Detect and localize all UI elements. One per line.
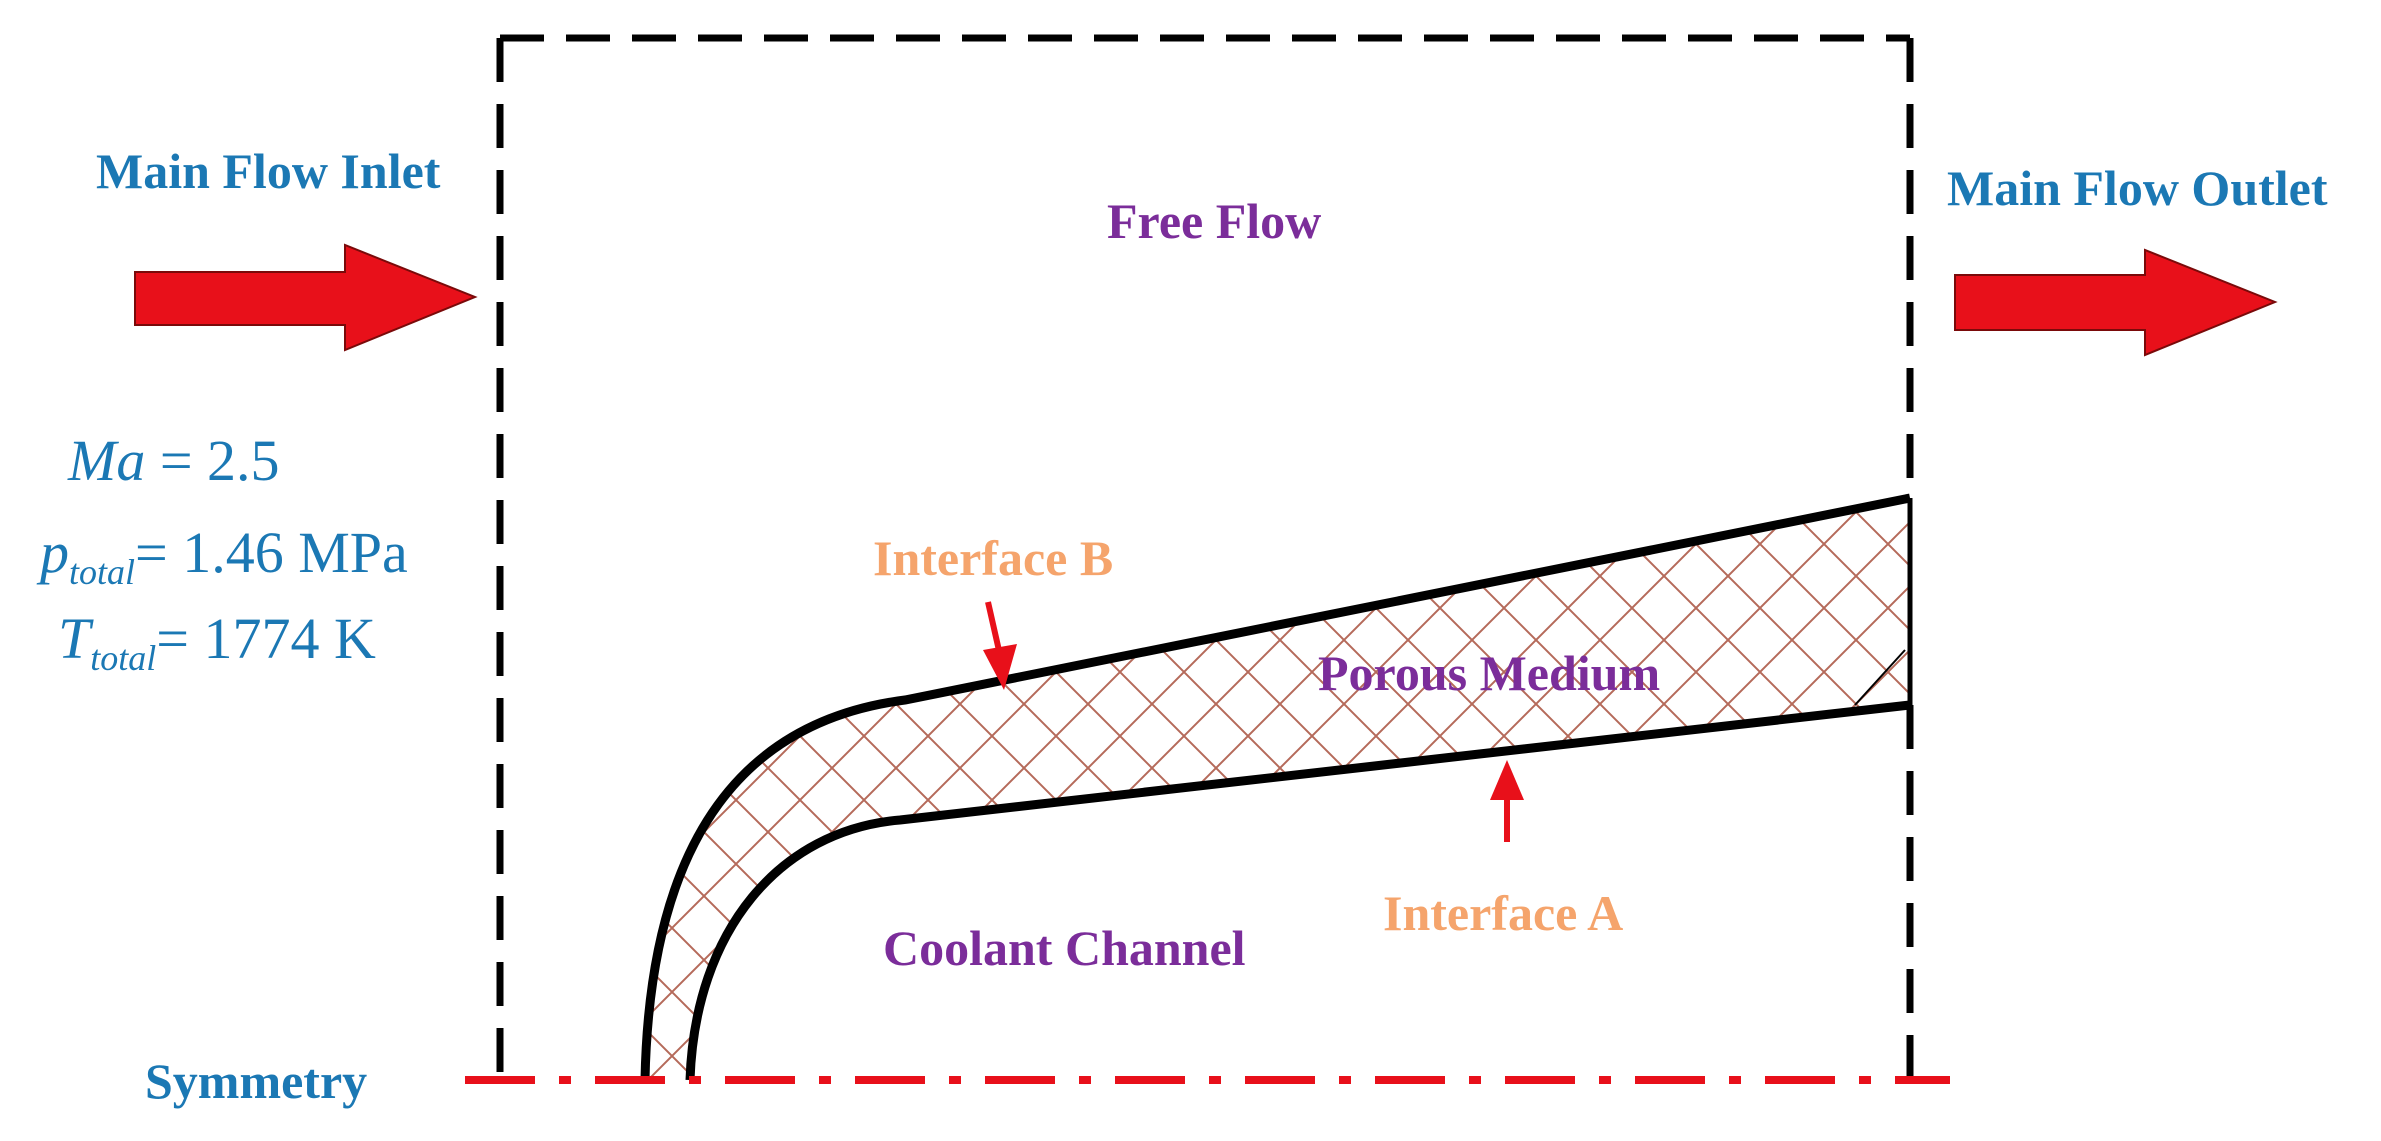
outlet-arrow — [1954, 248, 2278, 357]
porous-medium-fill — [645, 498, 1910, 1080]
inlet-arrow — [134, 243, 478, 352]
inflow-conditions: Ma = 2.5 ptotal= 1.46 MPa Ttotal= 1774 K — [36, 428, 408, 678]
main-flow-inlet-label: Main Flow Inlet — [96, 143, 441, 199]
mach-number: Ma = 2.5 — [67, 428, 280, 493]
total-pressure: ptotal= 1.46 MPa — [36, 520, 408, 592]
interface-a-line — [685, 700, 1911, 1081]
porous-exit-diagonal — [1854, 649, 1906, 706]
main-flow-outlet-label: Main Flow Outlet — [1947, 160, 2328, 216]
interface-b-label: Interface B — [873, 530, 1113, 586]
interface-b-line — [640, 493, 1911, 1081]
total-temperature: Ttotal= 1774 K — [58, 606, 376, 678]
interface-a-pointer — [1490, 760, 1524, 842]
domain-boundary — [496, 34, 1914, 1080]
porous-medium-label: Porous Medium — [1318, 645, 1660, 701]
symmetry-label: Symmetry — [145, 1053, 367, 1109]
porous-medium-region — [640, 493, 1913, 1081]
interface-b-pointer — [983, 601, 1017, 690]
coolant-channel-label: Coolant Channel — [883, 920, 1246, 976]
free-flow-label: Free Flow — [1107, 193, 1321, 249]
interface-a-label: Interface A — [1383, 885, 1623, 941]
